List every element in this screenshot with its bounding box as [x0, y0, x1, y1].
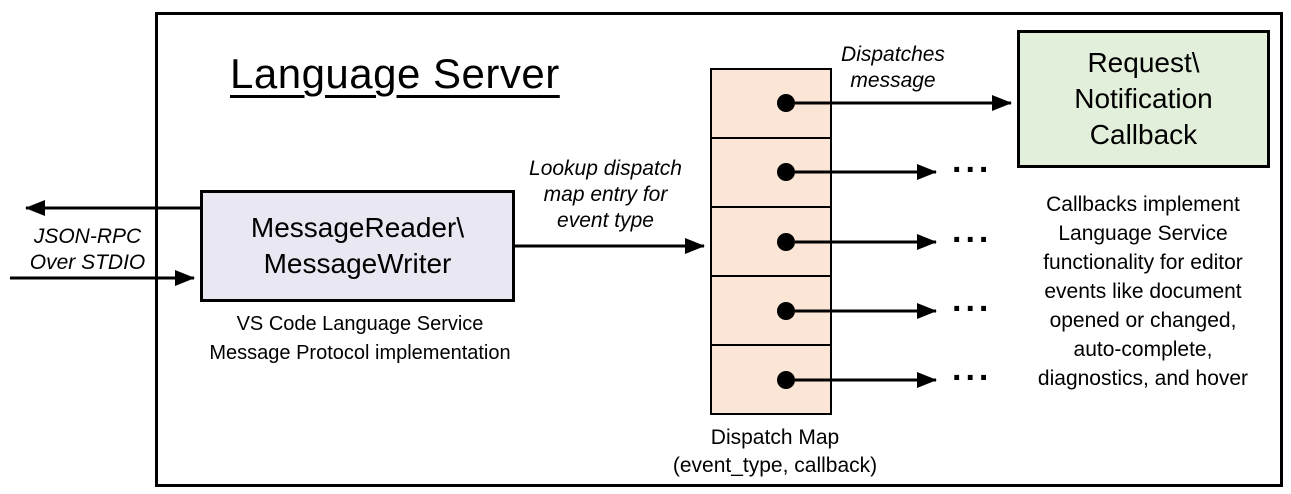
callbacks-note-line: opened or changed, — [1049, 309, 1237, 332]
callback-box-line2: Notification — [1074, 83, 1213, 114]
ellipsis-dots: ... — [952, 281, 993, 319]
lookup-label-line1: Lookup dispatch — [529, 157, 682, 180]
stdio-label-line1: JSON-RPC — [33, 225, 142, 248]
dispatch-map-caption-line1: Dispatch Map — [710, 426, 840, 449]
stdio-label-line2: Over STDIO — [29, 251, 146, 274]
dispatch-cell — [712, 346, 830, 413]
dispatches-message-line2: message — [850, 69, 936, 92]
message-box-line2: MessageWriter — [263, 248, 452, 279]
callback-box: Request\ Notification Callback — [1017, 30, 1270, 168]
dispatch-cell — [712, 208, 830, 277]
lookup-arrow-label: Lookup dispatch map entry for event type — [518, 156, 693, 234]
message-box-caption-line1: VS Code Language Service — [236, 313, 484, 335]
dispatch-map-caption-line2: (event_type, callback) — [672, 454, 878, 477]
stdio-label: JSON-RPC Over STDIO — [10, 224, 165, 276]
ellipsis-dots: ... — [952, 142, 993, 180]
dispatch-cell — [712, 277, 830, 346]
callbacks-note-line: events like document — [1044, 280, 1242, 303]
callbacks-note-line: auto-complete, — [1073, 338, 1213, 361]
lookup-label-line3: event type — [557, 209, 654, 232]
dispatch-map-caption: Dispatch Map (event_type, callback) — [655, 424, 895, 480]
callbacks-note: Callbacks implement Language Service fun… — [1012, 190, 1274, 393]
callback-box-line3: Callback — [1089, 119, 1198, 150]
dispatch-cell — [712, 139, 830, 208]
callbacks-note-line: Callbacks implement — [1046, 193, 1240, 216]
message-box-caption: VS Code Language Service Message Protoco… — [200, 310, 520, 368]
dispatches-message-line1: Dispatches — [841, 43, 945, 66]
dispatch-cell — [712, 70, 830, 139]
dispatches-message-label: Dispatches message — [818, 42, 968, 94]
callbacks-note-line: Language Service — [1058, 222, 1228, 245]
callbacks-note-line: diagnostics, and hover — [1037, 367, 1249, 390]
message-box-line1: MessageReader\ — [250, 212, 465, 243]
message-box-caption-line2: Message Protocol implementation — [209, 342, 511, 364]
ellipsis-dots: ... — [952, 212, 993, 250]
message-reader-writer-box: MessageReader\ MessageWriter — [200, 190, 515, 302]
ellipsis-dots: ... — [952, 350, 993, 388]
callback-box-line1: Request\ — [1087, 47, 1200, 78]
diagram-title: Language Server — [230, 50, 560, 97]
lookup-label-line2: map entry for — [543, 183, 668, 206]
dispatch-map — [710, 68, 832, 415]
callbacks-note-line: functionality for editor — [1043, 251, 1243, 274]
